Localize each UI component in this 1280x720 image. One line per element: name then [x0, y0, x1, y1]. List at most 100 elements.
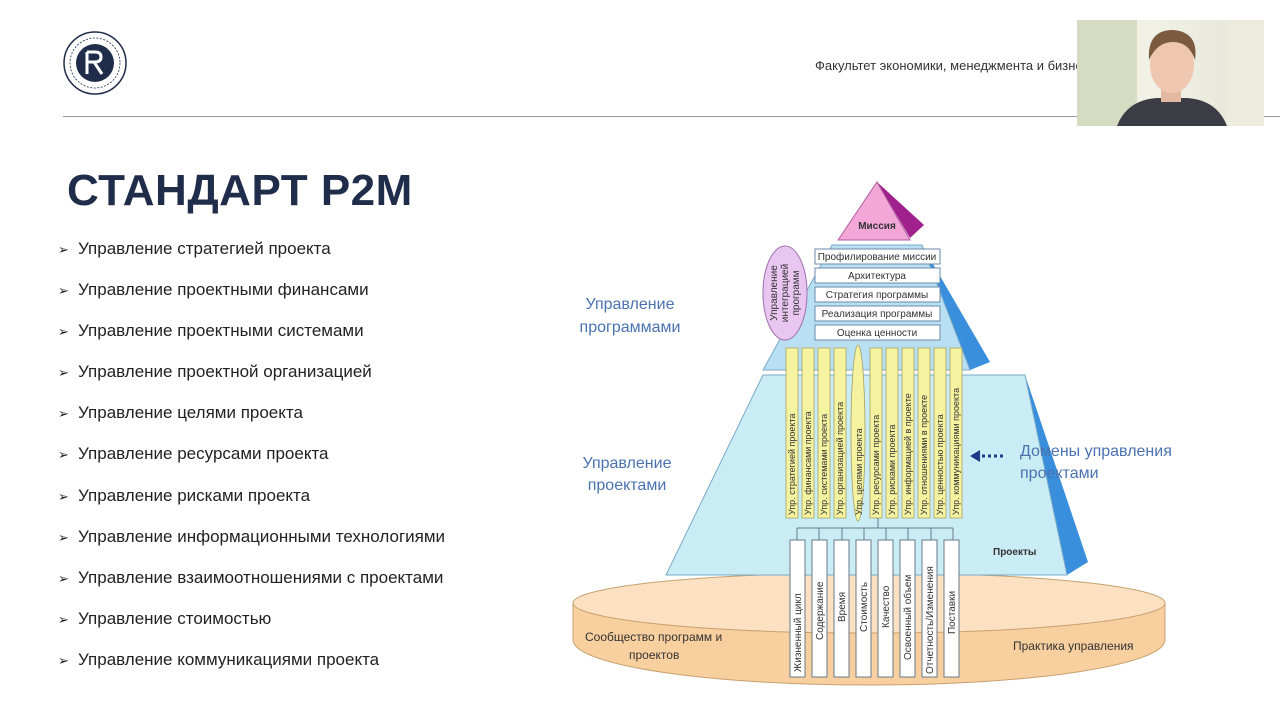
domain-bar — [901, 347, 915, 519]
slide-title: СТАНДАРТ P2M — [67, 166, 413, 215]
projects-label: Проекты — [993, 547, 1036, 558]
connector-lines — [796, 518, 954, 540]
svg-text:Упр. отношениями в проекте: Упр. отношениями в проекте — [919, 395, 929, 515]
domain-bar — [933, 347, 947, 519]
faculty-name: Факультет экономики, менеджмента и бизне… — [815, 58, 1077, 73]
program-step — [814, 267, 941, 284]
svg-text:Содержание: Содержание — [815, 581, 826, 640]
dotted-arrow-icon — [970, 450, 1003, 462]
project-management-label-2: проектами — [588, 477, 667, 494]
header-divider — [63, 116, 1280, 117]
list-item: ➢Управление проектной организацией — [58, 361, 445, 402]
arrow-bullet-icon: ➢ — [58, 242, 69, 257]
program-step — [814, 286, 941, 303]
svg-text:Стоимость: Стоимость — [859, 582, 870, 632]
svg-text:Реализация программы: Реализация программы — [822, 309, 933, 320]
foundation-bar — [877, 539, 894, 678]
domain-bar — [801, 347, 815, 519]
arrow-bullet-icon: ➢ — [58, 365, 69, 381]
domain-bar — [817, 347, 831, 519]
foundation-bar — [899, 539, 916, 678]
arrow-bullet-icon: ➢ — [58, 447, 69, 463]
svg-text:Освоенный объем: Освоенный объем — [902, 575, 914, 660]
arrow-bullet-icon: ➢ — [58, 283, 69, 299]
svg-text:Упр. рисками проекта: Упр. рисками проекта — [887, 424, 897, 515]
svg-text:Упр. информацией в проекте: Упр. информацией в проекте — [903, 393, 913, 515]
integration-label-3: программ — [791, 270, 802, 315]
arrow-bullet-icon: ➢ — [58, 570, 69, 586]
foundation-bars: Жизненный цикл Содержание Время Стоимост… — [789, 539, 960, 678]
community-label-1: Сообщество программ и — [585, 630, 722, 644]
list-item: ➢Управление взаимоотношениями с проектам… — [58, 567, 445, 608]
list-item: ➢Управление информационными технологиями — [58, 526, 445, 567]
domain-bar — [885, 347, 899, 519]
svg-text:Архитектура: Архитектура — [848, 271, 906, 282]
svg-text:Упр. коммуникациями проекта: Упр. коммуникациями проекта — [951, 388, 961, 515]
mission-tip — [837, 181, 911, 241]
domain-bar — [869, 347, 883, 519]
svg-text:Упр. целями проекта: Упр. целями проекта — [854, 428, 864, 515]
domain-bar — [785, 347, 799, 519]
svg-text:Профилирование миссии: Профилирование миссии — [818, 251, 937, 263]
svg-text:Оценка ценности: Оценка ценности — [837, 328, 917, 339]
program-step — [814, 248, 941, 265]
svg-text:Время: Время — [837, 592, 848, 622]
svg-text:Качество: Качество — [881, 585, 892, 628]
domains-label-1: Домены управления — [1020, 443, 1172, 460]
list-item: ➢Управление целями проекта — [58, 402, 445, 443]
mission-side — [877, 182, 924, 238]
program-steps: Профилирование миссии Архитектура Страте… — [814, 248, 941, 341]
foundation-bar — [855, 539, 872, 678]
program-step — [814, 305, 941, 322]
integration-ellipse — [762, 245, 808, 341]
arrow-bullet-icon: ➢ — [58, 488, 69, 504]
practice-label: Практика управления — [1013, 639, 1134, 653]
list-item: ➢Управление ресурсами проекта — [58, 443, 445, 484]
domain-bar — [917, 347, 931, 519]
svg-text:Стратегия программы: Стратегия программы — [826, 290, 928, 301]
presenter-video — [1077, 20, 1264, 126]
domain-bar — [850, 344, 866, 522]
domains-label-2: проектами — [1020, 465, 1099, 482]
mission-label: Миссия — [858, 221, 896, 232]
integration-label-2: интеграцией — [780, 264, 791, 322]
list-item: ➢Управление стратегией проекта — [58, 238, 445, 279]
foundation-bar — [789, 539, 806, 678]
domain-bar — [949, 347, 963, 519]
program-step — [814, 324, 941, 341]
arrow-bullet-icon: ➢ — [58, 529, 69, 545]
list-item: ➢Управление проектными финансами — [58, 279, 445, 320]
svg-text:Упр. финансами проекта: Упр. финансами проекта — [803, 411, 813, 515]
integration-label-1: Управление — [769, 265, 780, 321]
foundation-bar — [921, 539, 938, 678]
svg-text:Упр. организацией проекта: Упр. организацией проекта — [835, 402, 845, 515]
arrow-bullet-icon: ➢ — [58, 324, 69, 340]
svg-text:Упр. системами проекта: Упр. системами проекта — [819, 414, 829, 515]
list-item: ➢Управление проектными системами — [58, 320, 445, 361]
svg-text:Поставки: Поставки — [947, 591, 958, 634]
webcam-preview — [1077, 20, 1264, 126]
community-label-2: проектов — [629, 648, 679, 662]
list-item: ➢Управление рисками проекта — [58, 485, 445, 526]
project-management-label-1: Управление — [583, 455, 672, 472]
program-management-label-2: программами — [580, 319, 681, 336]
arrow-bullet-icon: ➢ — [58, 652, 69, 668]
program-management-label-1: Управление — [586, 296, 675, 313]
arrow-bullet-icon: ➢ — [58, 611, 69, 627]
svg-text:Упр. ресурсами проекта: Упр. ресурсами проекта — [871, 415, 881, 515]
domain-bars: Упр. стратегией проекта Упр. финансами п… — [785, 344, 963, 522]
svg-text:Упр. ценностью проекта: Упр. ценностью проекта — [935, 414, 945, 515]
foundation-bar — [833, 539, 850, 678]
bullet-list: ➢Управление стратегией проекта ➢Управлен… — [58, 238, 445, 690]
arrow-bullet-icon: ➢ — [58, 406, 69, 422]
domain-bar — [833, 347, 847, 519]
svg-text:Жизненный цикл: Жизненный цикл — [793, 593, 804, 672]
foundation-bar — [811, 539, 828, 678]
foundation-bar — [943, 539, 960, 678]
p2m-diagram: Миссия Управление интеграцией программ П… — [572, 181, 1172, 686]
hse-logo — [63, 31, 127, 95]
list-item: ➢Управление коммуникациями проекта — [58, 649, 445, 690]
svg-text:Упр. стратегией проекта: Упр. стратегией проекта — [787, 414, 797, 515]
list-item: ➢Управление стоимостью — [58, 608, 445, 649]
svg-text:Отчетность/Изменения: Отчетность/Изменения — [925, 566, 936, 674]
